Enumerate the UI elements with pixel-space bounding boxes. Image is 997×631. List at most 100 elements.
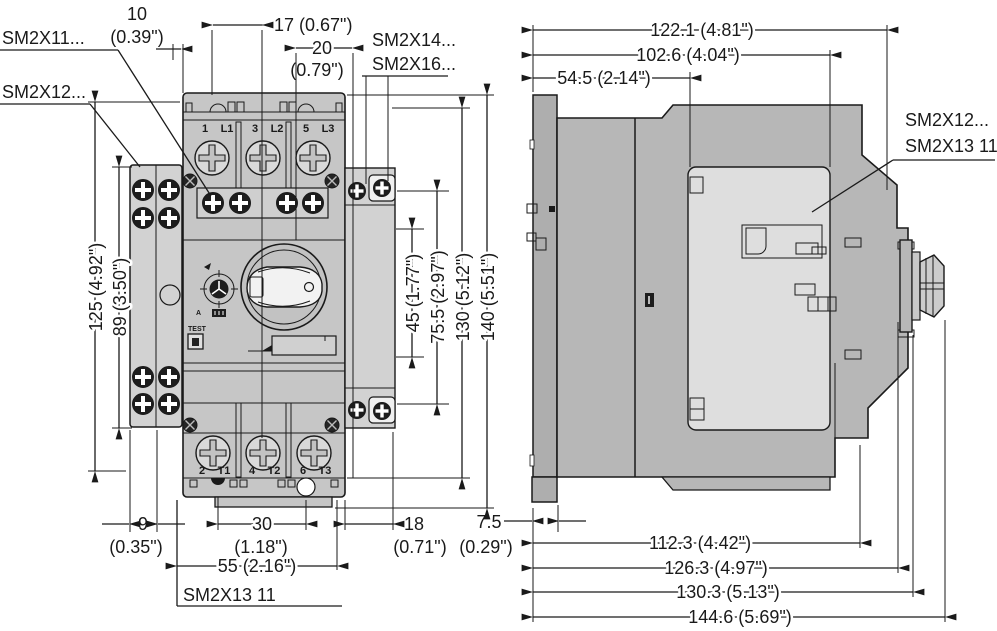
- label-sm2x13-bottom: SM2X13 11: [183, 585, 276, 605]
- screw-icon: [132, 393, 154, 415]
- terminal-screw: [245, 140, 281, 176]
- screw-icon: [132, 366, 154, 388]
- dim-54-5: 54.5 (2.14"): [557, 68, 650, 88]
- terminal-label: T1: [218, 465, 231, 477]
- dial-arrow-icon: [204, 263, 211, 270]
- breaker-body: 1 L1 3 L2 5 L3 2 T1 4 T2 6 T3: [182, 92, 346, 508]
- terminal-label: T3: [319, 465, 332, 477]
- dim-45: 45 (1.77"): [403, 254, 423, 332]
- screw-icon: [324, 173, 340, 189]
- dim-17: 17 (0.67"): [274, 15, 352, 35]
- dim-9-mm: 9: [138, 514, 148, 534]
- dial-label: A: [196, 310, 201, 317]
- dim-30-mm: 30: [252, 514, 272, 534]
- dim-112-3: 112.3 (4.42"): [649, 533, 751, 553]
- terminal-screw: [194, 140, 230, 176]
- screw-icon: [302, 192, 324, 214]
- screw-icon: [158, 179, 180, 201]
- terminal-label: 2: [199, 465, 205, 477]
- dim-7-5-in: (0.29"): [459, 537, 512, 557]
- screw-icon: [324, 417, 340, 433]
- terminal-label: 5: [303, 123, 309, 135]
- mounting-hole: [159, 284, 181, 306]
- terminal-label: L2: [271, 123, 284, 135]
- dim-130: 130 (5.12"): [453, 253, 473, 341]
- dim-55: 55 (2.16"): [218, 556, 296, 576]
- din-bracket: [526, 94, 558, 503]
- label-sm2x11: SM2X11...: [2, 28, 85, 48]
- dim-126-3: 126.3 (4.97"): [664, 558, 767, 578]
- side-dimensions: 122.1 (4.81") 102.6 (4.04") 54.5 (2.14")…: [459, 18, 997, 630]
- leader-sm2x12-front: [89, 103, 141, 168]
- dim-75-5: 75.5 (2.97"): [428, 250, 448, 343]
- terminal-labels-top: 1 L1 3 L2 5 L3: [202, 123, 334, 135]
- dim-9-in: (0.35"): [109, 537, 162, 557]
- terminal-screw: [295, 140, 331, 176]
- label-sm2x12-side: SM2X12...: [905, 110, 989, 130]
- dim-7-5-mm: 7.5: [476, 512, 501, 532]
- label-sm2x12-front: SM2X12...: [2, 82, 86, 102]
- terminal-label: 1: [202, 123, 208, 135]
- knob-side-profile: [897, 239, 945, 338]
- dim-144-6: 144.6 (5.69"): [688, 607, 791, 627]
- dim-125: 125 (4.92"): [86, 243, 106, 331]
- terminal-label: 6: [300, 465, 306, 477]
- dim-20-mm: 20: [312, 38, 332, 58]
- dim-18-mm: 18: [404, 514, 424, 534]
- dim-10-in: (0.39"): [110, 27, 163, 47]
- screw-icon: [158, 393, 180, 415]
- screw-icon: [373, 402, 391, 420]
- terminal-label: 4: [249, 465, 256, 477]
- terminal-labels-bottom: 2 T1 4 T2 6 T3: [199, 465, 331, 477]
- terminal-label: T2: [268, 465, 281, 477]
- screw-icon: [348, 401, 366, 419]
- phase-slot: [285, 402, 292, 478]
- screw-icon: [276, 192, 298, 214]
- screw-icon: [182, 173, 198, 189]
- screw-icon: [132, 179, 154, 201]
- side-accessory-panel: [687, 166, 837, 431]
- dim-140: 140 (5.51"): [478, 253, 498, 341]
- screw-icon: [373, 179, 391, 197]
- dim-89: 89 (3.50"): [110, 258, 130, 336]
- dim-122-1: 122.1 (4.81"): [650, 20, 753, 40]
- bottom-step: [660, 476, 831, 491]
- screw-icon: [132, 207, 154, 229]
- label-sm2x14: SM2X14...: [372, 30, 456, 50]
- mounting-hole: [296, 477, 316, 497]
- screw-icon: [158, 207, 180, 229]
- side-body: [556, 104, 909, 491]
- dim-102-6: 102.6 (4.04"): [636, 45, 739, 65]
- side-view: [526, 94, 945, 503]
- label-sm2x13-side: SM2X13 11: [905, 136, 997, 156]
- screw-icon: [348, 182, 366, 200]
- label-sm2x16: SM2X16...: [372, 54, 456, 74]
- knob-handle: [246, 266, 323, 308]
- dim-10-mm: 10: [127, 4, 147, 24]
- left-accessory-block: [129, 164, 183, 428]
- dim-20-in: (0.79"): [290, 60, 343, 80]
- label-plate: [271, 335, 337, 356]
- dim-18-in: (0.71"): [393, 537, 446, 557]
- terminal-label: L1: [221, 123, 234, 135]
- rotary-knob: [240, 243, 328, 331]
- terminal-label: L3: [322, 123, 335, 135]
- test-button: TEST: [187, 326, 207, 350]
- leader-sm2x12-side: [811, 159, 894, 213]
- test-label: TEST: [188, 326, 207, 333]
- terminal-label: 3: [252, 123, 258, 135]
- current-dial: A: [196, 263, 238, 317]
- dim-130-3: 130.3 (5.13"): [676, 582, 779, 602]
- mounting-foot: [531, 476, 558, 503]
- screw-icon: [158, 366, 180, 388]
- bottom-tab: [214, 496, 333, 508]
- screw-icon: [229, 192, 251, 214]
- phase-slot: [235, 402, 242, 478]
- leader-sm2x11: [117, 49, 212, 197]
- screw-icon: [182, 417, 198, 433]
- notch: [211, 478, 225, 485]
- front-dimensions: 10 (0.39") 17 (0.67") 20 (0.79") SM2X11.…: [0, 4, 501, 607]
- screw-icon: [202, 192, 224, 214]
